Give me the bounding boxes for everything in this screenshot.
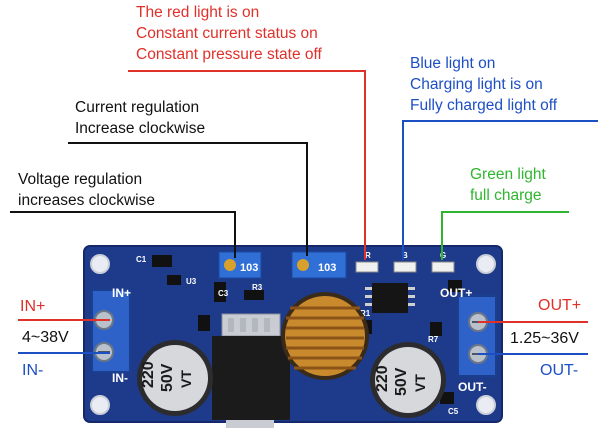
blue-light-line-1: Blue light on [410,55,496,72]
cap-right-voltage: 50V [393,367,410,396]
voltage-leader-vertical [234,211,236,258]
silk-r7: R7 [428,335,439,344]
silk-in-plus: IN+ [112,286,131,300]
current-regulation-annotation: Current regulation Increase clockwise [75,97,205,139]
ic-chip [372,283,408,313]
potentiometer-left [218,251,262,279]
silk-c3: C3 [218,289,229,298]
capacitor-left [137,340,213,416]
output-voltage-range: 1.25~36V [510,330,579,347]
cap-right-series: VT [412,374,428,392]
red-light-annotation: The red light is on Constant current sta… [136,2,322,65]
input-voltage-range: 4~38V [22,329,69,346]
mounting-holes [90,254,496,415]
cap-right-value: 220 [374,365,391,392]
current-leader-vertical [306,142,308,256]
silk-u3: U3 [186,277,197,286]
capacitor-right [370,342,446,418]
silk-in-minus: IN- [112,371,128,385]
terminal-block-right [457,295,497,377]
led-b [393,261,417,273]
red-leader-horizontal [128,70,366,72]
red-leader-vertical [364,70,366,260]
smd-components [152,255,462,404]
out-plus-wire [478,321,588,323]
silk-out-plus: OUT+ [440,286,472,300]
voltage-regulation-line-2: increases clockwise [18,192,155,209]
silk-r3: R3 [252,283,263,292]
out-minus-wire [478,353,588,355]
current-regulation-line-1: Current regulation [75,99,200,116]
blue-leader-horizontal [402,120,598,122]
green-light-line-2: full charge [470,187,542,204]
red-light-line-1: The red light is on [136,4,260,21]
cap-left-series: VT [178,370,194,388]
red-light-line-3: Constant pressure state off [136,46,322,63]
voltage-regulation-annotation: Voltage regulation increases clockwise [18,169,155,211]
silk-g: G [440,251,446,260]
in-plus-label: IN+ [20,298,46,315]
green-leader-vertical [441,211,443,260]
silk-c1: C1 [136,255,147,264]
terminal-block-left [91,289,131,373]
regulator-heatsink [212,313,290,428]
blue-light-annotation: Blue light on Charging light is on Fully… [410,53,557,116]
blue-leader-vertical [402,120,404,260]
in-minus-wire [18,352,110,354]
voltage-leader-horizontal [10,211,236,213]
potentiometer-right [291,251,347,279]
cap-left-value: 220 [140,361,157,388]
in-minus-label: IN- [22,362,44,379]
led-g [431,261,455,273]
silk-b: B [402,251,408,260]
current-leader-horizontal [68,142,308,144]
silk-r: R [365,251,371,260]
green-leader-horizontal [441,211,569,213]
out-plus-label: OUT+ [538,297,582,314]
green-light-annotation: Green light full charge [470,164,546,206]
silk-c5: C5 [448,407,459,416]
red-light-line-2: Constant current status on [136,25,318,42]
pot-left-label: 103 [240,262,258,274]
in-plus-wire [18,319,110,321]
pot-right-label: 103 [318,262,336,274]
silk-r1: R1 [360,309,371,318]
out-minus-label: OUT- [540,362,579,379]
voltage-regulation-line-1: Voltage regulation [18,171,143,188]
led-r [355,261,379,273]
current-regulation-line-2: Increase clockwise [75,120,206,137]
silk-out-minus: OUT- [458,380,487,394]
inductor-coil [281,292,369,380]
cap-left-voltage: 50V [159,363,176,392]
green-light-line-1: Green light [470,166,546,183]
blue-light-line-2: Charging light is on [410,76,543,93]
blue-light-line-3: Fully charged light off [410,97,558,114]
